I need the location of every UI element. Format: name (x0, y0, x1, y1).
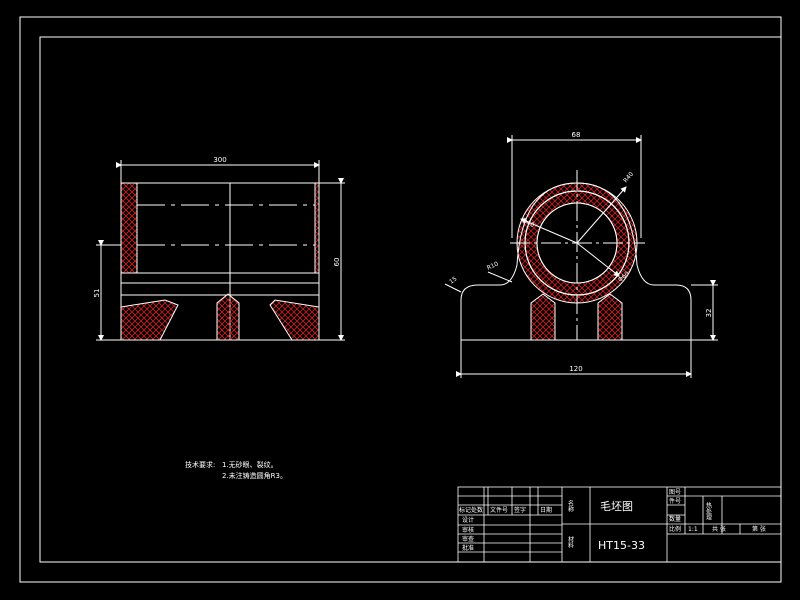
tb-label-total: 共 张 (712, 525, 726, 533)
tb-col-doc: 文件号 (490, 506, 508, 514)
tb-label-drawing-no: 图号 (669, 489, 681, 496)
side-dim-radius-outer: R40 (622, 171, 635, 185)
tb-scale-value: 1:1 (688, 526, 698, 533)
tb-label-material: 材料 (567, 535, 574, 549)
tb-label-scale: 比例 (669, 525, 681, 533)
tech-req-2: 2.未注铸造圆角R3。 (222, 471, 287, 480)
tb-label-sheet: 第 张 (752, 525, 766, 533)
side-dim-fillet-left: R10 (486, 260, 500, 271)
tb-label-qty: 数量 (669, 515, 681, 523)
tb-row-check: 审核 (462, 526, 474, 534)
tb-label-name: 名称 (567, 499, 574, 513)
tb-col-sign: 签字 (514, 506, 526, 514)
tb-label-heat: 热处理 (705, 501, 712, 520)
front-dim-height-right: 60 (333, 258, 341, 267)
tech-req-1: 1.无砂眼、裂纹。 (222, 460, 278, 469)
side-dim-bottom-width: 120 (569, 365, 582, 373)
tb-part-name: 毛坯图 (600, 500, 633, 513)
side-dim-left-small: 15 (448, 275, 458, 285)
side-view (444, 135, 718, 378)
front-dim-height-left: 51 (93, 289, 101, 298)
tb-col-date: 日期 (540, 506, 552, 514)
side-dim-top-width: 68 (572, 131, 581, 139)
tb-material: HT15-33 (598, 539, 645, 552)
tb-col-mark: 标记处数 (459, 506, 483, 514)
tb-row-approve: 批准 (462, 544, 474, 552)
inner-border (39, 36, 782, 563)
title-block (457, 486, 782, 563)
tb-row-design: 设计 (462, 516, 474, 524)
side-dim-dia-inner: Φ40 (521, 217, 535, 229)
front-view (96, 160, 345, 341)
side-dim-right-height: 32 (705, 309, 713, 318)
tech-req-title: 技术要求: (185, 460, 215, 469)
front-dim-width: 300 (213, 156, 226, 164)
tb-label-piece-no: 件号 (669, 497, 681, 505)
tb-row-review: 审查 (462, 535, 474, 543)
